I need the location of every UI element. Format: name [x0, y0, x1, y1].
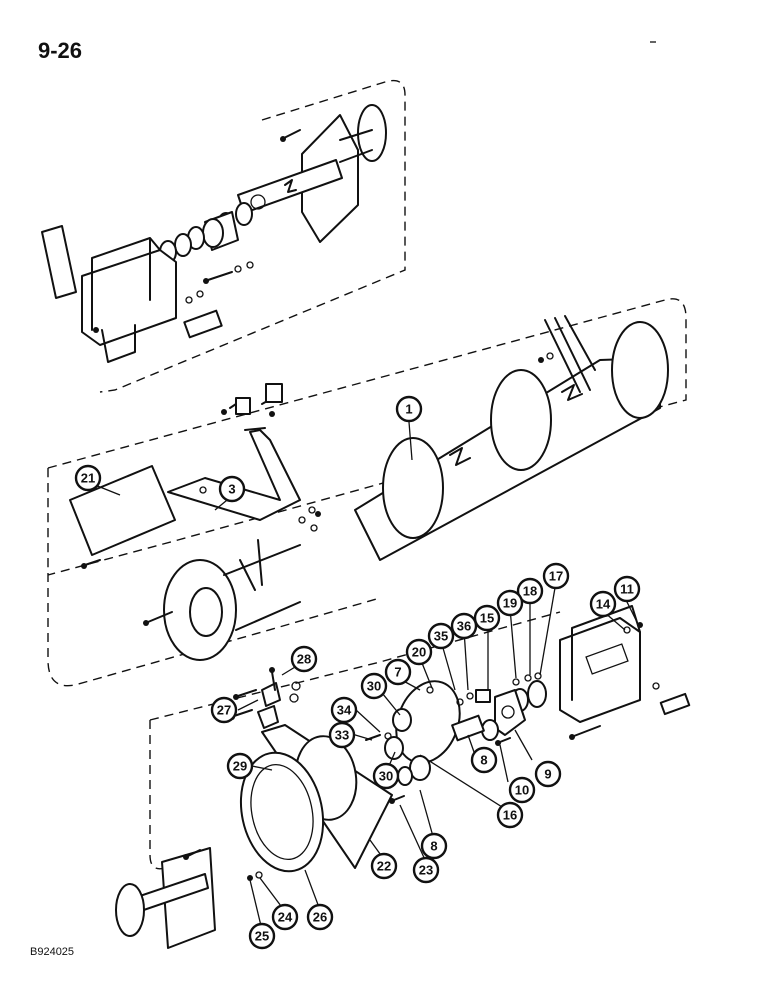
- rotor-front-flange: [382, 437, 444, 539]
- svg-text:35: 35: [434, 629, 448, 644]
- svg-text:11: 11: [620, 582, 634, 597]
- top-strap: [41, 225, 77, 299]
- rotor-mid-flange: [490, 369, 552, 471]
- rotor-end-flange: [611, 321, 669, 419]
- svg-text:23: 23: [419, 863, 433, 878]
- svg-text:28: 28: [297, 652, 311, 667]
- svg-text:7: 7: [394, 665, 401, 680]
- svg-text:26: 26: [313, 910, 327, 925]
- callout-3: 3: [218, 475, 246, 503]
- svg-text:8: 8: [480, 753, 487, 768]
- svg-text:8: 8: [430, 839, 437, 854]
- callout-18: 18: [516, 577, 544, 605]
- svg-text:9: 9: [544, 767, 551, 782]
- svg-text:34: 34: [337, 703, 352, 718]
- callout-15: 15: [473, 604, 501, 632]
- callout-34: 34: [330, 696, 358, 724]
- callout-14: 14: [589, 590, 617, 618]
- svg-text:15: 15: [480, 611, 494, 626]
- svg-text:36: 36: [457, 619, 471, 634]
- deflector-21: [69, 465, 176, 556]
- callout-33: 33: [328, 721, 356, 749]
- bottom-disc: [115, 883, 145, 937]
- svg-text:30: 30: [367, 679, 381, 694]
- callout-19: 19: [496, 589, 524, 617]
- svg-text:33: 33: [335, 728, 349, 743]
- callout-24: 24: [271, 903, 299, 931]
- top-assembly-dashed-outline: [99, 79, 406, 393]
- svg-text:3: 3: [228, 482, 235, 497]
- svg-text:27: 27: [217, 703, 231, 718]
- svg-text:29: 29: [233, 759, 247, 774]
- svg-text:14: 14: [596, 597, 611, 612]
- top-disc: [357, 104, 387, 162]
- callout-29: 29: [226, 752, 254, 780]
- callout-20: 20: [405, 638, 433, 666]
- svg-text:1: 1: [405, 402, 412, 417]
- callout-1: 1: [395, 395, 423, 423]
- callout-21: 21: [74, 464, 102, 492]
- support-arm-3: [167, 429, 301, 521]
- figure-code: B924025: [30, 946, 75, 958]
- callout-7: 7: [384, 658, 412, 686]
- svg-text:10: 10: [515, 783, 529, 798]
- callout-8a: 8: [470, 746, 498, 774]
- svg-text:24: 24: [278, 910, 293, 925]
- callout-28: 28: [290, 645, 318, 673]
- svg-text:25: 25: [255, 929, 269, 944]
- top-shaft-assembly: [41, 104, 387, 363]
- callout-22: 22: [370, 852, 398, 880]
- svg-text:19: 19: [503, 596, 517, 611]
- svg-text:22: 22: [377, 859, 391, 874]
- callout-30b: 30: [372, 762, 400, 790]
- callout-8b: 8: [420, 832, 448, 860]
- callout-25: 25: [248, 922, 276, 950]
- svg-text:18: 18: [523, 584, 537, 599]
- svg-text:21: 21: [81, 471, 95, 486]
- svg-text:20: 20: [412, 645, 426, 660]
- page-number: 9-26: [38, 38, 83, 63]
- bottom-bearing-assembly: [115, 605, 691, 949]
- callout-27: 27: [210, 696, 238, 724]
- callout-23: 23: [412, 856, 440, 884]
- callouts: 1 3 7 8 8 9 10 11 14 15 16 17 18 19 20 2…: [74, 395, 641, 950]
- callout-16: 16: [496, 801, 524, 829]
- svg-text:16: 16: [503, 808, 517, 823]
- callout-35: 35: [427, 622, 455, 650]
- callout-30a: 30: [360, 672, 388, 700]
- svg-text:17: 17: [549, 569, 563, 584]
- callout-36: 36: [450, 612, 478, 640]
- callout-11: 11: [613, 575, 641, 603]
- callout-17: 17: [542, 562, 570, 590]
- callout-26: 26: [306, 903, 334, 931]
- callout-9: 9: [534, 760, 562, 788]
- middle-rotor-assembly: [69, 315, 669, 661]
- callout-10: 10: [508, 776, 536, 804]
- svg-text:30: 30: [379, 769, 393, 784]
